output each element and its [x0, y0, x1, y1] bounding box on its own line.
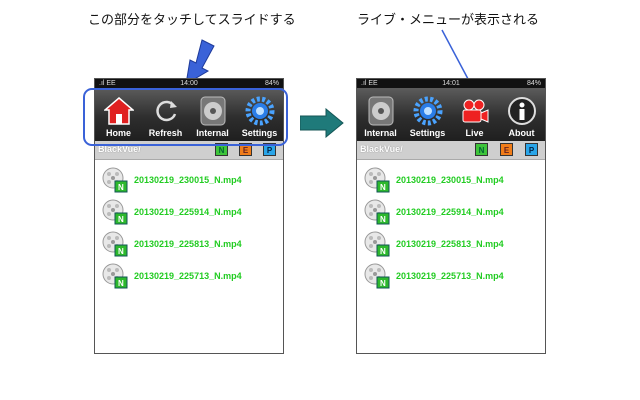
video-file-icon: N [101, 263, 129, 289]
file-list-item[interactable]: N 20130219_225914_N.mp4 [357, 196, 545, 228]
carrier-signal: .ıl EE [361, 80, 378, 87]
filter-event-button[interactable]: E [239, 143, 252, 156]
caption-slide-instruction: この部分をタッチしてスライドする [88, 13, 296, 28]
file-list: N 20130219_230015_N.mp4 N 20130219_22591… [95, 160, 283, 292]
phone-screen-before: .ıl EE 14:00 84% Home Refresh Internal [94, 78, 284, 354]
video-file-icon: N [363, 167, 391, 193]
internal-storage-icon [366, 96, 396, 126]
path-bar: BlackVue/ N E P [357, 141, 545, 160]
file-list-item[interactable]: N 20130219_230015_N.mp4 [357, 164, 545, 196]
live-camera-icon [460, 96, 490, 126]
home-button[interactable]: Home [95, 96, 142, 141]
filter-event-button[interactable]: E [500, 143, 513, 156]
refresh-button[interactable]: Refresh [142, 96, 189, 141]
path-bar: BlackVue/ N E P [95, 141, 283, 160]
video-file-icon: N [101, 167, 129, 193]
internal-button[interactable]: Internal [357, 96, 404, 141]
settings-gear-icon [413, 96, 443, 126]
svg-text:N: N [118, 183, 124, 192]
battery-level: 84% [526, 80, 541, 87]
file-name: 20130219_225813_N.mp4 [396, 239, 504, 249]
transition-arrow-icon [300, 108, 344, 138]
pointer-arrow-icon [185, 39, 215, 85]
file-name: 20130219_225813_N.mp4 [134, 239, 242, 249]
video-file-icon: N [101, 199, 129, 225]
file-list: N 20130219_230015_N.mp4 N 20130219_22591… [357, 160, 545, 292]
about-info-icon [507, 96, 537, 126]
home-icon [103, 96, 134, 126]
video-file-icon: N [101, 231, 129, 257]
about-button[interactable]: About [498, 96, 545, 141]
current-folder-path: BlackVue/ [360, 144, 403, 154]
filter-parking-button[interactable]: P [525, 143, 538, 156]
current-folder-path: BlackVue/ [98, 144, 141, 154]
svg-text:N: N [118, 215, 124, 224]
settings-gear-icon [245, 96, 275, 126]
status-bar: .ıl EE 14:00 84% [95, 79, 283, 88]
file-list-item[interactable]: N 20130219_225713_N.mp4 [357, 260, 545, 292]
file-list-item[interactable]: N 20130219_225713_N.mp4 [95, 260, 283, 292]
caption-live-menu-shown: ライブ・メニューが表示される [357, 13, 540, 28]
file-list-item[interactable]: N 20130219_225914_N.mp4 [95, 196, 283, 228]
phone-screen-after: .ıl EE 14:01 84% Internal Settings Live [356, 78, 546, 354]
file-name: 20130219_230015_N.mp4 [396, 175, 504, 185]
filter-normal-button[interactable]: N [475, 143, 488, 156]
video-file-icon: N [363, 199, 391, 225]
file-name: 20130219_225914_N.mp4 [134, 207, 242, 217]
video-file-icon: N [363, 263, 391, 289]
svg-text:N: N [118, 247, 124, 256]
settings-button[interactable]: Settings [404, 96, 451, 141]
internal-storage-icon [198, 96, 228, 126]
file-list-item[interactable]: N 20130219_230015_N.mp4 [95, 164, 283, 196]
file-list-item[interactable]: N 20130219_225813_N.mp4 [357, 228, 545, 260]
file-name: 20130219_225713_N.mp4 [134, 271, 242, 281]
status-time: 14:01 [442, 80, 460, 87]
internal-button[interactable]: Internal [189, 96, 236, 141]
svg-text:N: N [380, 279, 386, 288]
svg-text:N: N [118, 279, 124, 288]
filter-normal-button[interactable]: N [215, 143, 228, 156]
filter-parking-button[interactable]: P [263, 143, 276, 156]
status-time: 14:00 [180, 80, 198, 87]
file-name: 20130219_225914_N.mp4 [396, 207, 504, 217]
refresh-icon [151, 96, 181, 126]
svg-text:N: N [380, 247, 386, 256]
file-name: 20130219_230015_N.mp4 [134, 175, 242, 185]
live-button[interactable]: Live [451, 96, 498, 141]
carrier-signal: .ıl EE [99, 80, 116, 87]
settings-button[interactable]: Settings [236, 96, 283, 141]
file-list-item[interactable]: N 20130219_225813_N.mp4 [95, 228, 283, 260]
slide-menu-toolbar[interactable]: Internal Settings Live About [357, 88, 545, 141]
file-name: 20130219_225713_N.mp4 [396, 271, 504, 281]
svg-text:N: N [380, 183, 386, 192]
video-file-icon: N [363, 231, 391, 257]
battery-level: 84% [264, 80, 279, 87]
status-bar: .ıl EE 14:01 84% [357, 79, 545, 88]
svg-text:N: N [380, 215, 386, 224]
slide-menu-toolbar[interactable]: Home Refresh Internal Settings [95, 88, 283, 141]
